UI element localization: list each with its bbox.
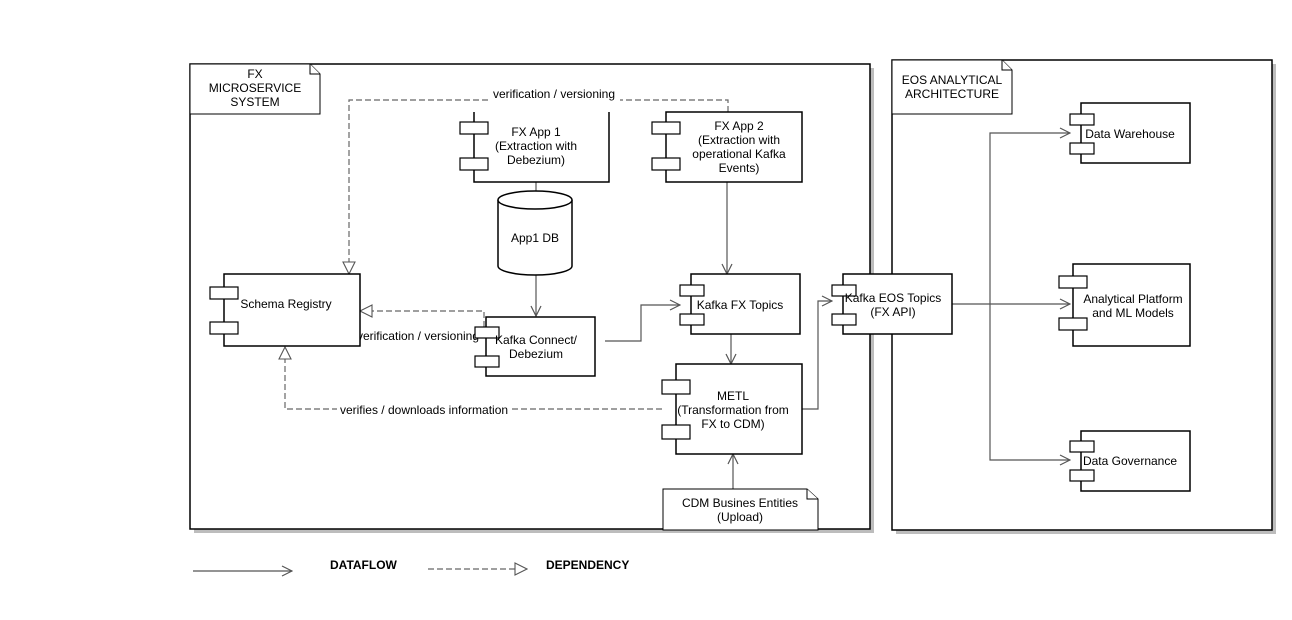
svg-text:Kafka EOS Topics(FX API): Kafka EOS Topics(FX API) — [845, 291, 942, 319]
svg-text:verifies / downloads informati: verifies / downloads information — [340, 403, 508, 417]
edge-label-verifies-downloads: verifies / downloads information — [337, 402, 511, 418]
database-app1-db: App1 DB — [497, 190, 573, 276]
legend: DATAFLOW DEPENDENCY — [193, 558, 629, 572]
note-cdm-entities: CDM Busines Entities(Upload) — [662, 488, 819, 531]
edge-label-verification-top: verification / versioning — [488, 86, 620, 102]
svg-text:verification / versioning: verification / versioning — [493, 87, 615, 101]
svg-text:Kafka Connect/Debezium: Kafka Connect/Debezium — [495, 333, 578, 361]
svg-text:CDM Busines Entities(Upload): CDM Busines Entities(Upload) — [682, 496, 798, 524]
legend-dependency-label: DEPENDENCY — [546, 558, 629, 572]
component-data-governance: Data Governance — [1069, 430, 1191, 492]
edge-label-verification-mid: verification / versioning — [356, 328, 480, 344]
component-kafka-eos-topics: Kafka EOS Topics(FX API) — [831, 273, 953, 335]
edge-eos-to-warehouse — [989, 133, 1070, 304]
svg-text:Data Governance: Data Governance — [1083, 454, 1177, 468]
edge-connect-to-fx-topics — [605, 305, 680, 342]
legend-dataflow-label: DATAFLOW — [330, 558, 398, 572]
component-kafka-connect: Kafka Connect/Debezium — [474, 316, 596, 377]
svg-text:App1 DB: App1 DB — [511, 231, 559, 245]
svg-text:verification / versioning: verification / versioning — [357, 329, 479, 343]
edge-eos-to-governance — [989, 304, 1070, 460]
fx-container-title-note — [189, 63, 321, 115]
component-kafka-fx-topics: Kafka FX Topics — [679, 273, 801, 335]
svg-text:Kafka FX Topics: Kafka FX Topics — [697, 298, 783, 312]
component-schema-registry: Schema Registry — [209, 273, 361, 347]
svg-text:Data Warehouse: Data Warehouse — [1085, 127, 1175, 141]
svg-text:Schema Registry: Schema Registry — [240, 297, 331, 311]
edge-verifies-downloads — [285, 347, 662, 410]
component-data-warehouse: Data Warehouse — [1069, 102, 1191, 164]
